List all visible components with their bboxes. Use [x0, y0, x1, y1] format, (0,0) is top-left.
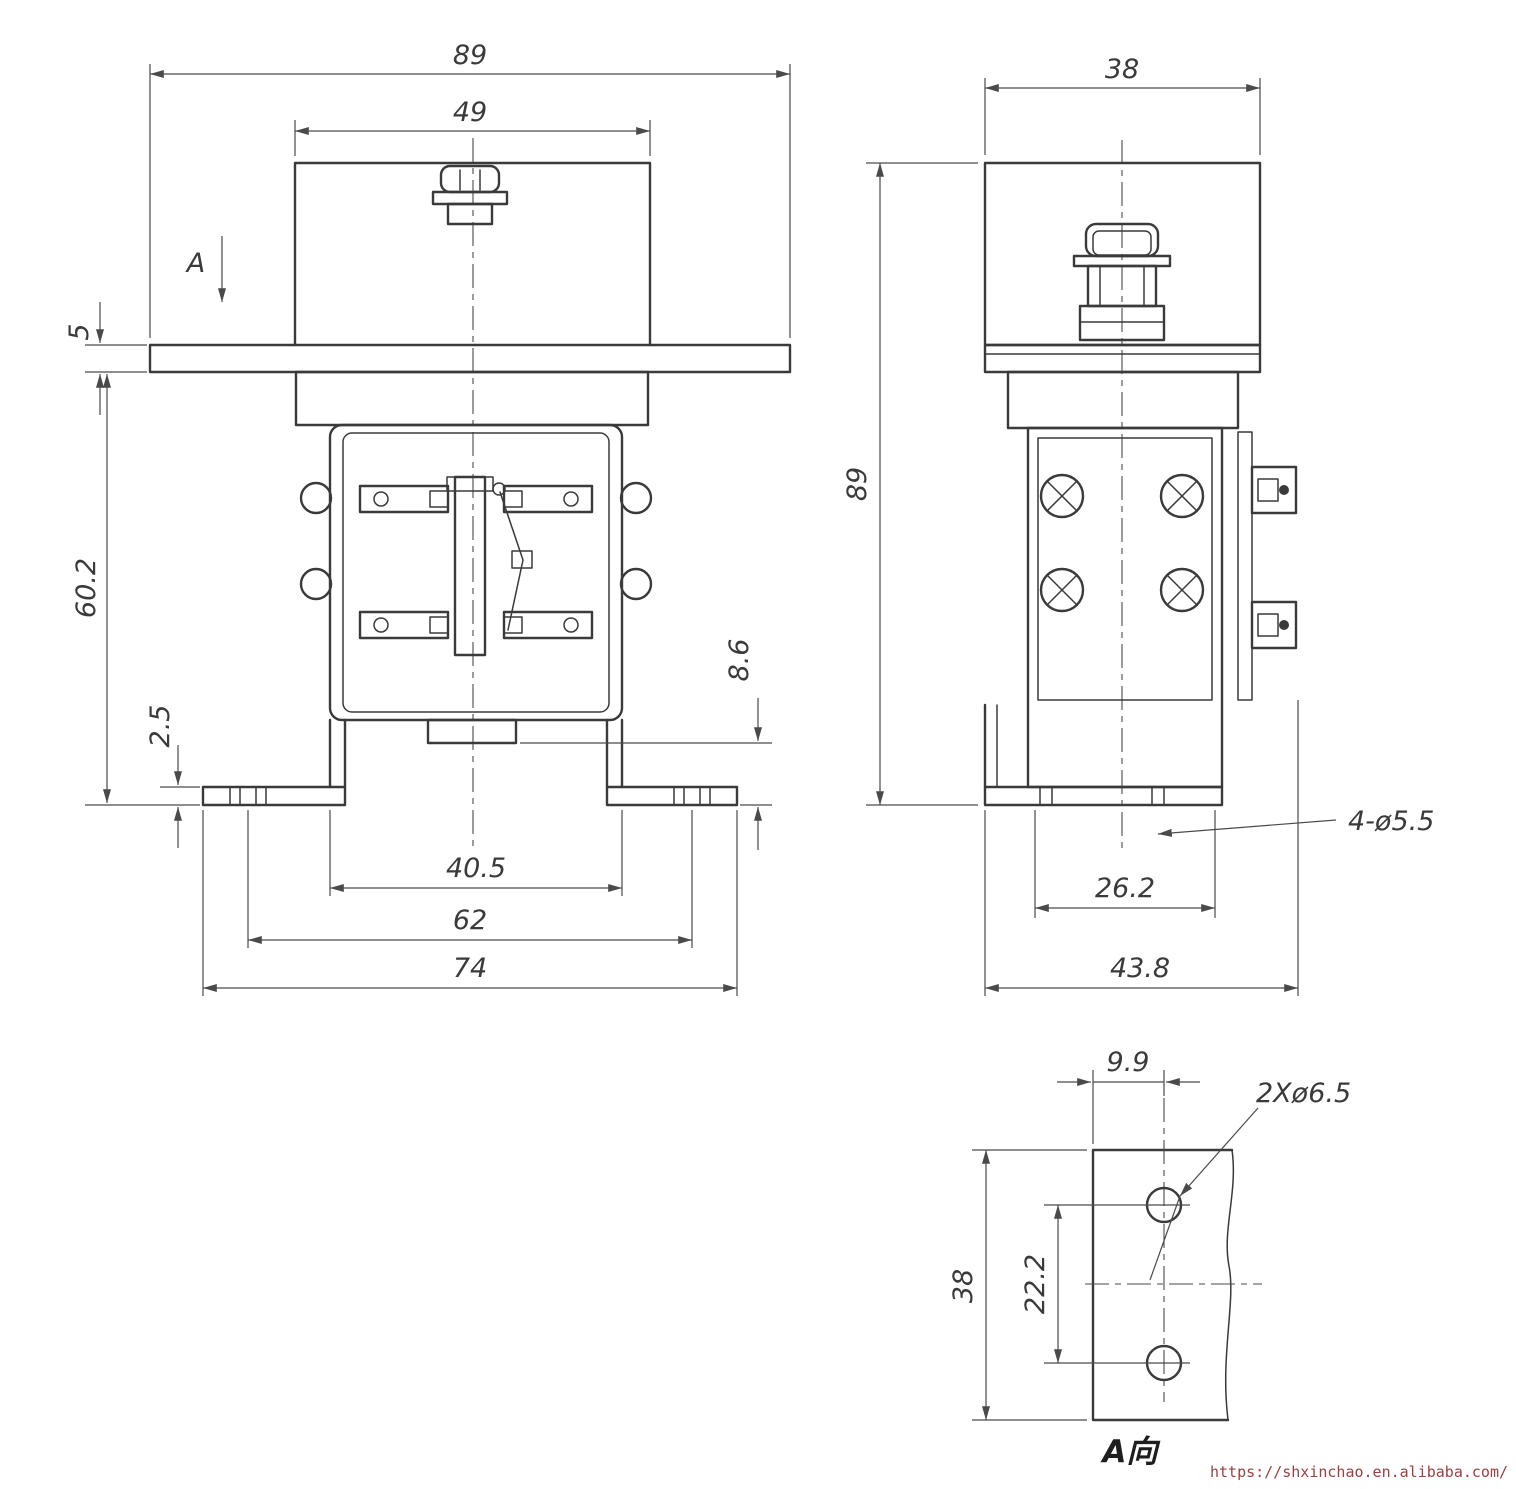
dim-front-body-width: 40.5: [446, 853, 506, 884]
terminal-lower-right: [502, 610, 594, 640]
side-view-geometry: [983, 140, 1298, 852]
front-view-geometry: [148, 138, 792, 850]
dim-front-body-height: 60.2: [71, 558, 102, 618]
dim-front-cover-width: 49: [453, 97, 487, 128]
dim-detail-plate-width: 38: [948, 1269, 979, 1303]
side-foot: [983, 703, 1224, 807]
side-view-dimensions: 38 89 4-ø5.5 26.2 43.8: [842, 54, 1434, 996]
detail-view-label: A向: [1100, 1434, 1161, 1470]
detail-view-geometry: [1085, 1098, 1262, 1422]
side-screw: [1072, 222, 1172, 342]
dim-side-overall-depth: 43.8: [1110, 953, 1170, 984]
bracket-left: [201, 718, 347, 807]
front-view: 89 49 A 5 60.2 2.5: [64, 40, 792, 996]
dim-front-slot-span: 62: [453, 905, 487, 936]
dim-front-foot-height: 8.6: [724, 639, 755, 682]
armature: [446, 475, 533, 657]
side-view: 38 89 4-ø5.5 26.2 43.8: [842, 54, 1434, 996]
watermark-url: https://shxinchao.en.alibaba.com/: [1210, 1463, 1508, 1481]
terminal-upper-right: [502, 484, 594, 514]
dim-detail-hole-spacing: 22.2: [1020, 1254, 1051, 1314]
dim-side-inner-depth: 26.2: [1095, 873, 1155, 904]
terminal-upper-left: [358, 484, 450, 514]
detail-view-a: 9.9 2Xø6.5 38 22.2 A向: [948, 1047, 1351, 1470]
front-view-dimensions: 89 49 A 5 60.2 2.5: [64, 40, 791, 996]
dim-front-slot-offset: 2.5: [145, 705, 176, 748]
dim-detail-hole-offset: 9.9: [1107, 1047, 1150, 1078]
dim-side-depth: 38: [1105, 54, 1139, 85]
dim-front-flange-thickness: 5: [64, 323, 95, 340]
dim-side-mounting-slots: 4-ø5.5: [1348, 806, 1434, 837]
dim-side-height: 89: [842, 467, 873, 501]
bracket-right: [605, 718, 739, 807]
detail-view-dimensions: 9.9 2Xø6.5 38 22.2: [948, 1047, 1351, 1421]
dim-detail-hole-callout: 2Xø6.5: [1256, 1078, 1351, 1109]
coil-tabs: [1237, 431, 1298, 701]
dim-front-overall-width: 89: [453, 40, 487, 71]
dim-front-bracket-span: 74: [453, 953, 487, 984]
terminal-screws: [1039, 473, 1205, 613]
view-direction-label: A: [185, 248, 205, 279]
terminal-lower-left: [358, 610, 450, 640]
